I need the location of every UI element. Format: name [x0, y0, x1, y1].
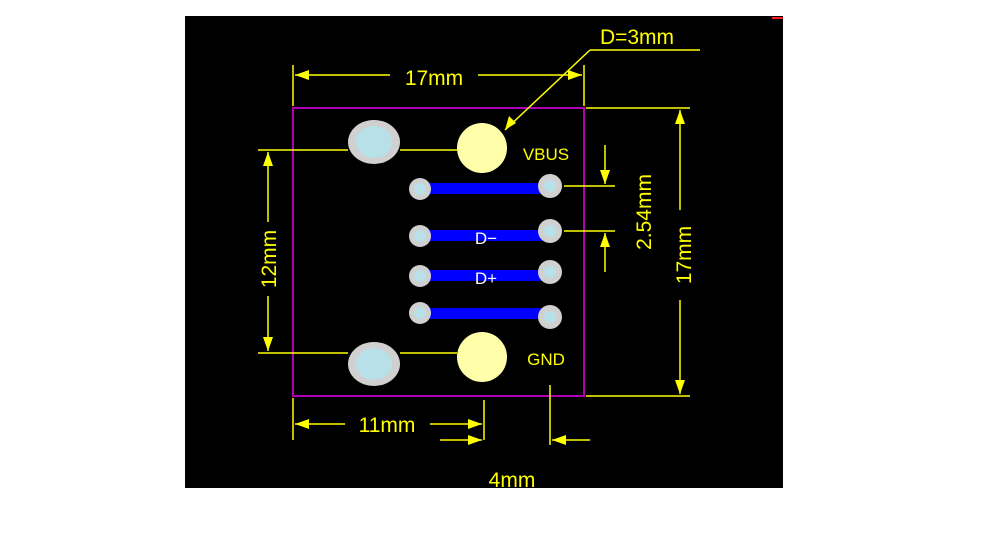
pin-pad: [409, 225, 431, 247]
vbus-label: VBUS: [523, 145, 569, 164]
mounting-pads: [348, 120, 400, 386]
pin-pitch-label: 2.54mm: [633, 174, 656, 250]
dplus-label: D+: [475, 269, 497, 288]
pin-pad: [409, 302, 431, 324]
pin-pad: [538, 260, 562, 284]
pin-offset-label: 4mm: [489, 469, 536, 492]
pin-pad: [538, 219, 562, 243]
board-outline: [292, 107, 585, 397]
hole-top: [457, 123, 507, 173]
trace-4: [420, 308, 550, 319]
trace-2: [420, 230, 550, 241]
trace-3: [420, 270, 550, 281]
dimension-arrowheads: [263, 70, 685, 445]
hole-diameter-label: D=3mm: [600, 26, 674, 49]
traces: [420, 183, 550, 319]
dminus-label: D−: [475, 229, 497, 248]
hole-offset-label: 11mm: [359, 414, 416, 437]
gnd-label: GND: [527, 350, 565, 369]
board-height-label: 17mm: [673, 226, 696, 284]
dimension-lines: [258, 49, 700, 445]
pin-pad: [409, 178, 431, 200]
pin-pads: [409, 174, 562, 329]
hole-bottom: [457, 332, 507, 382]
trace-1: [420, 183, 550, 194]
pin-pad: [409, 265, 431, 287]
mount-spacing-label: 12mm: [258, 230, 281, 288]
pin-pad: [538, 305, 562, 329]
board-width-label: 17mm: [405, 67, 463, 90]
mounting-pad-bottom: [348, 342, 400, 386]
pin-pad: [538, 174, 562, 198]
mounting-pad-top: [348, 120, 400, 164]
